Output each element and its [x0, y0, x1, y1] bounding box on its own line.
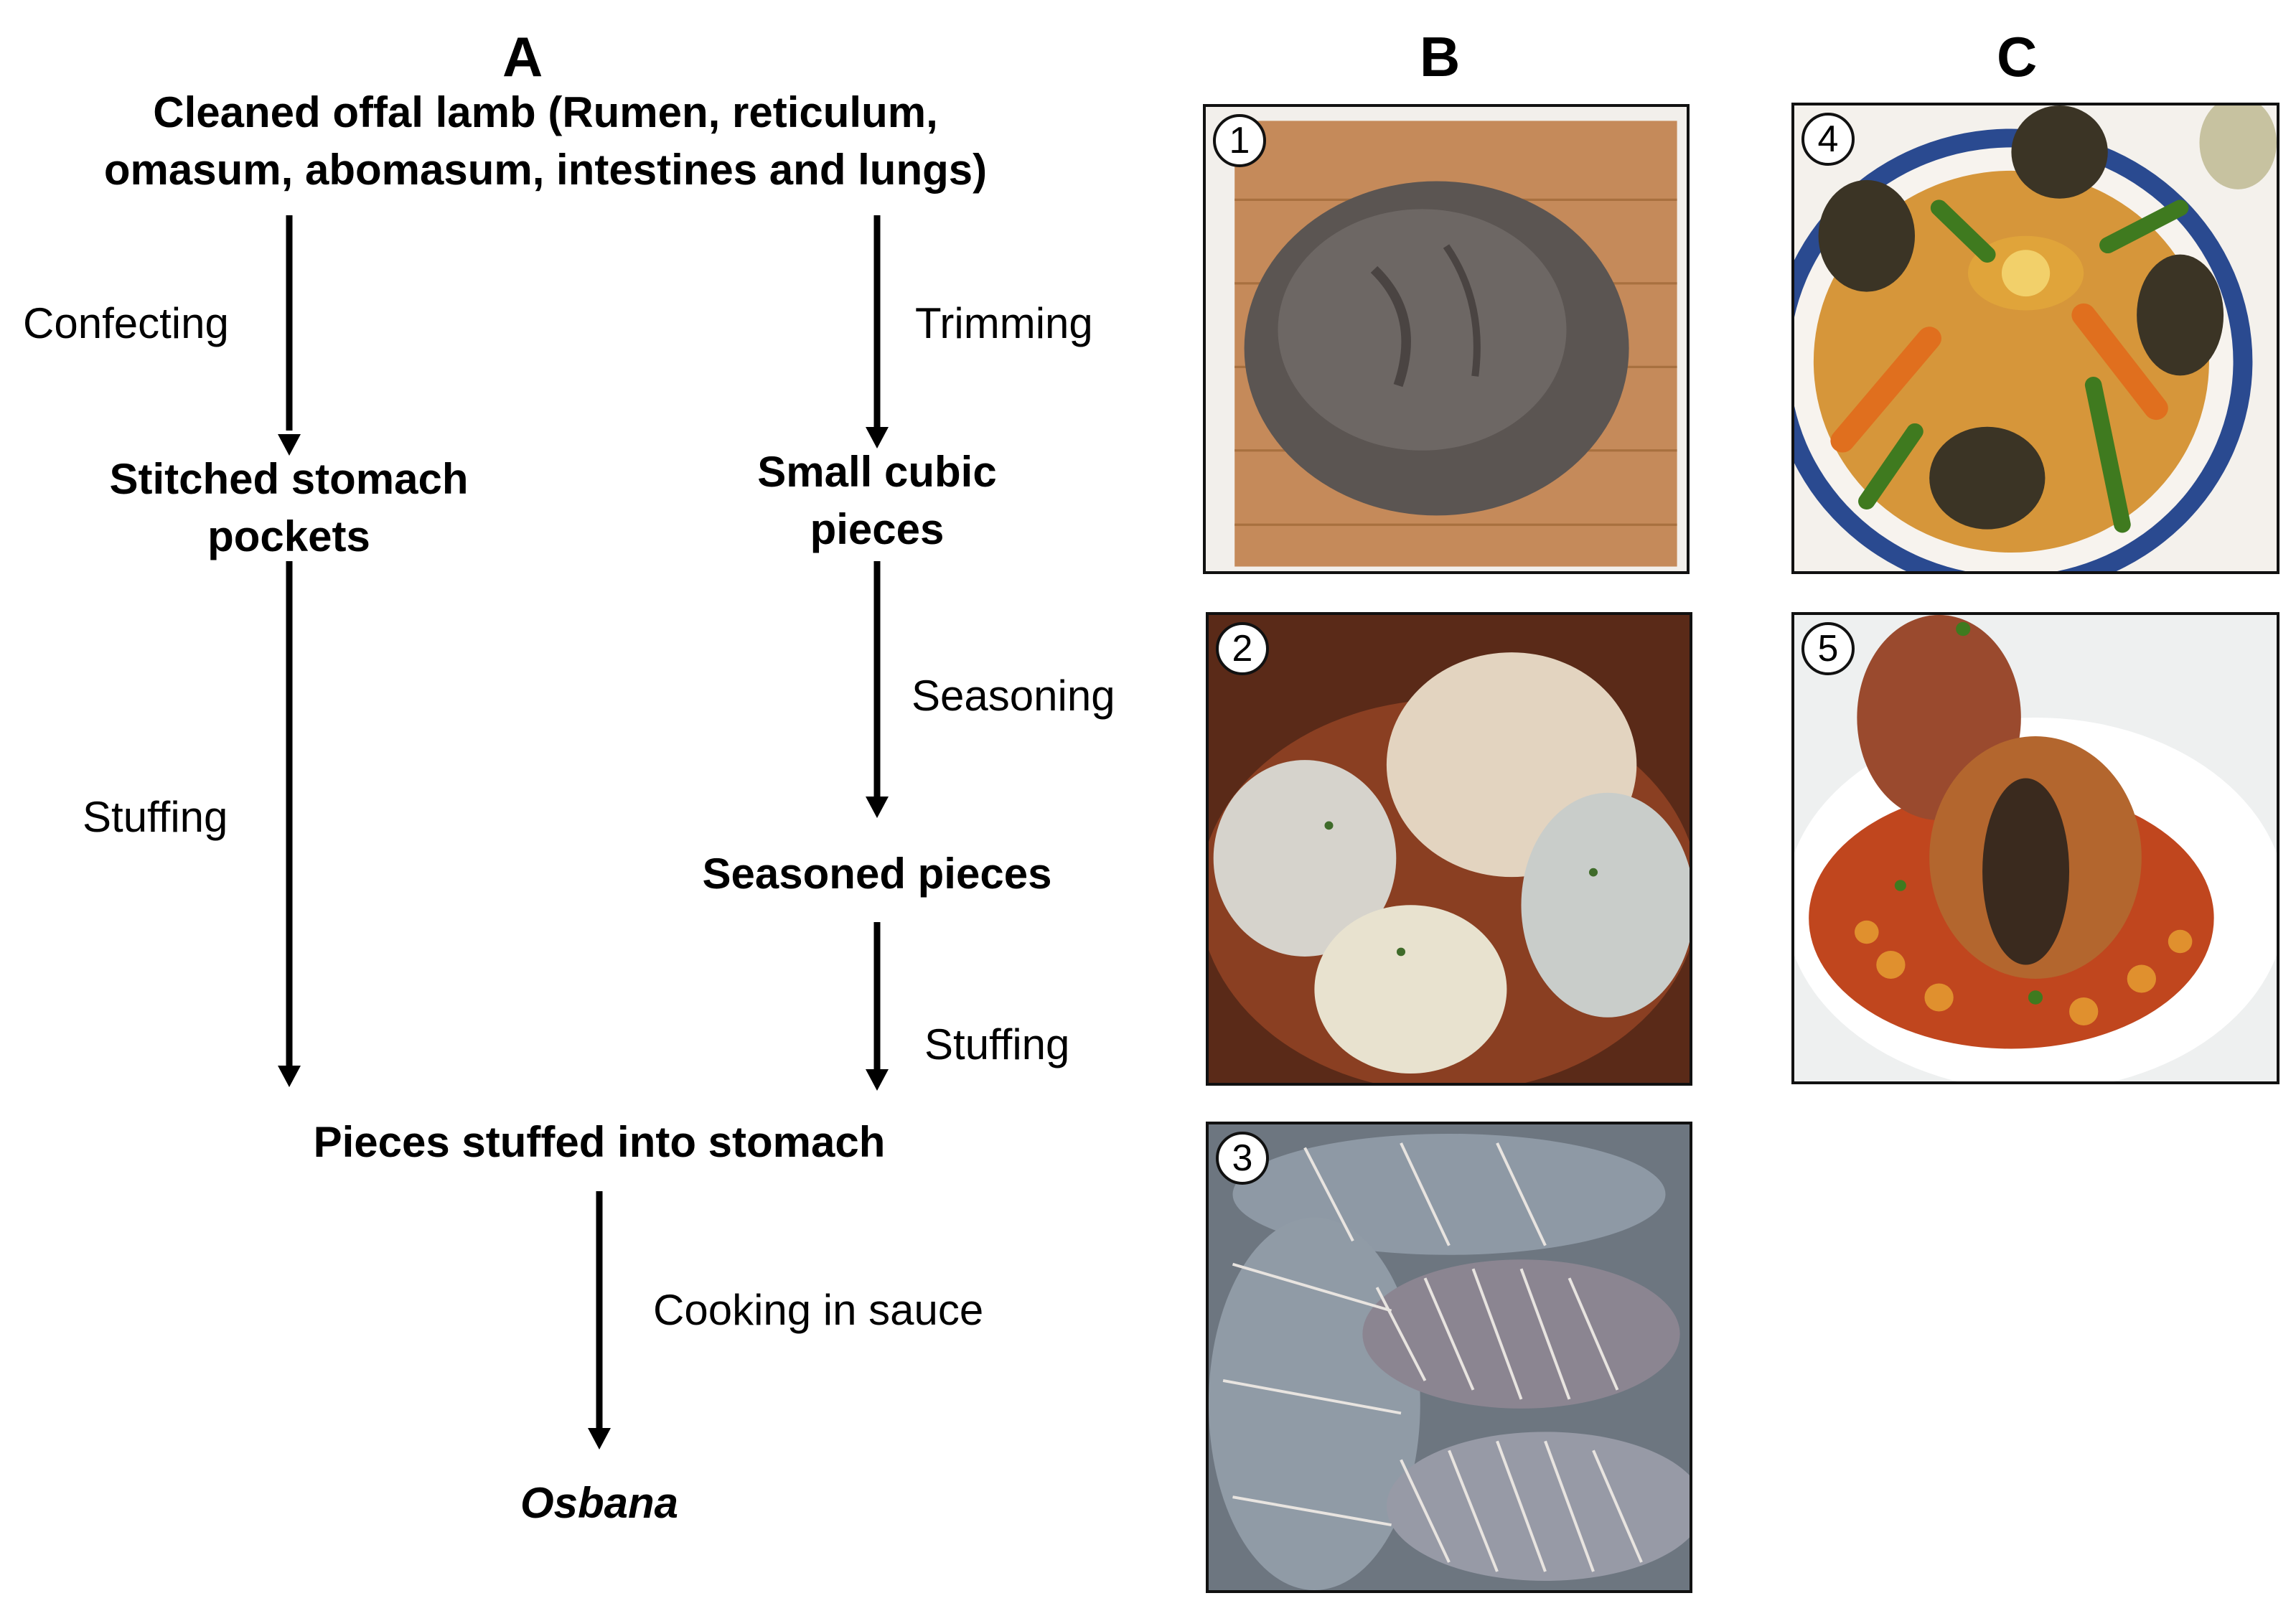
photo-2-number-badge: 2: [1216, 622, 1269, 675]
photo-5-number-badge: 5: [1801, 622, 1855, 675]
node-cleaned-offal-line2: omasum, abomasum, intestines and lungs): [103, 146, 988, 194]
photo-3-string-tied-osbana: 3: [1206, 1122, 1692, 1593]
step-label-seasoning: Seasoning: [912, 672, 1115, 720]
photo-4-number-badge: 4: [1801, 113, 1855, 166]
arrowhead-confecting: [278, 434, 301, 456]
photo-2-breaded-stuffed-balls: 2: [1206, 612, 1692, 1086]
step-label-trimming: Trimming: [915, 299, 1093, 347]
node-cleaned-offal: Cleaned offal lamb (Rumen, reticulum, om…: [43, 84, 1048, 199]
node-stitched-line1: Stitched stomach: [109, 455, 469, 503]
photo-5-osbana-in-sauce: 5: [1791, 612, 2279, 1084]
photo-1-rumen-on-cutting-board: 1: [1203, 104, 1690, 574]
arrowhead-cooking: [588, 1428, 611, 1450]
node-cubic-line2: pieces: [810, 505, 945, 553]
photo-1-number-badge: 1: [1213, 114, 1266, 167]
node-cubic-line1: Small cubic: [757, 448, 997, 496]
arrowhead-trimming: [866, 427, 889, 448]
photo-3-number-badge: 3: [1216, 1132, 1269, 1185]
panel-label-a: A: [502, 25, 543, 88]
arrowhead-stuffing-right: [866, 1069, 889, 1091]
step-label-cooking-in-sauce: Cooking in sauce: [653, 1286, 984, 1334]
node-pieces-stuffed-into-stomach: Pieces stuffed into stomach: [313, 1118, 886, 1166]
node-stitched-stomach-pockets: Stitched stomach pockets: [57, 451, 520, 565]
photo-4-osbana-on-couscous: 4: [1791, 103, 2279, 574]
node-seasoned-pieces: Seasoned pieces: [702, 850, 1052, 898]
arrowhead-seasoning: [866, 797, 889, 818]
node-osbana: Osbana: [520, 1479, 679, 1527]
node-small-cubic-pieces: Small cubic pieces: [698, 443, 1056, 558]
step-label-stuffing-left: Stuffing: [83, 793, 228, 841]
step-label-confecting: Confecting: [23, 299, 229, 347]
arrowhead-stuffing-left: [278, 1066, 301, 1087]
panel-label-c: C: [1997, 25, 2038, 88]
node-stitched-line2: pockets: [207, 512, 370, 560]
step-label-stuffing-right: Stuffing: [924, 1020, 1070, 1068]
panel-label-b: B: [1420, 25, 1461, 88]
node-cleaned-offal-line1: Cleaned offal lamb (Rumen, reticulum,: [153, 88, 938, 136]
